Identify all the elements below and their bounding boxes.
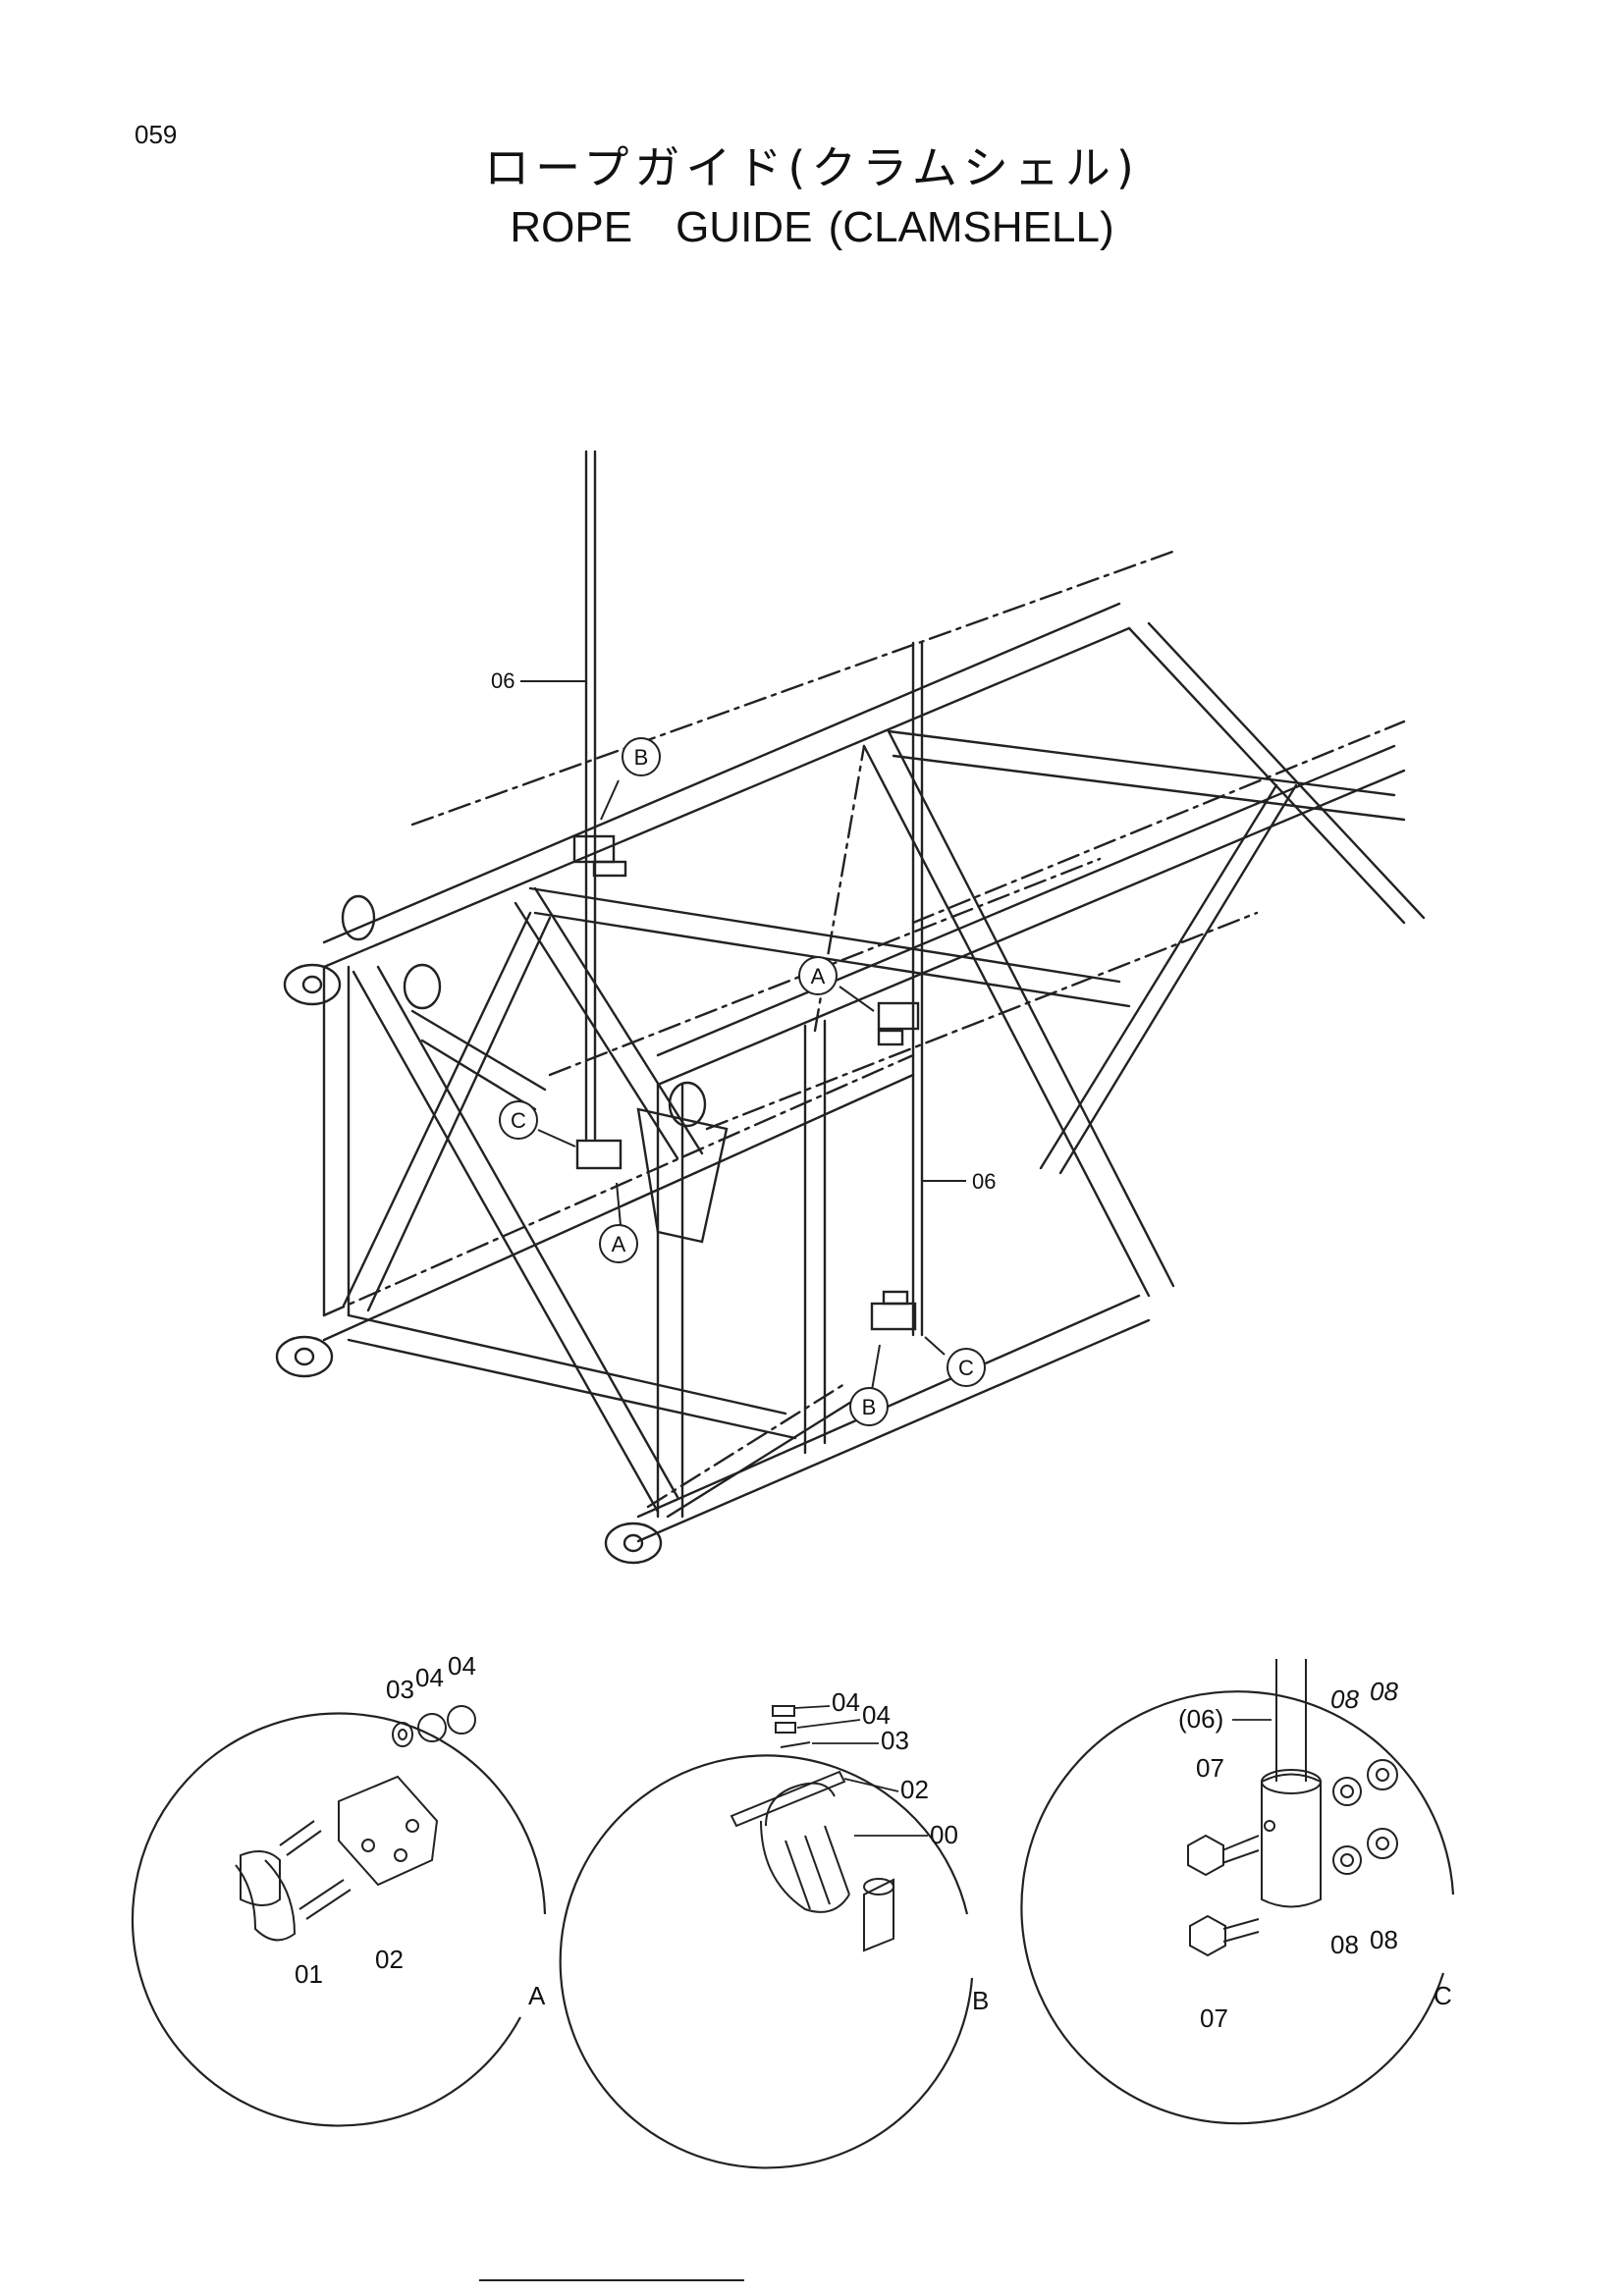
callout-leaders — [520, 680, 966, 1391]
detail-a-part-01: 01 — [295, 1959, 323, 1989]
detail-b-part-04b: 04 — [862, 1700, 891, 1730]
callout-bubble-c-left: C — [499, 1100, 538, 1140]
detail-c-part-08c: 08 — [1330, 1930, 1359, 1959]
detail-b-circle — [559, 1754, 974, 2169]
title-english: ROPE GUIDE (CLAMSHELL) — [510, 203, 1114, 251]
detail-c-part-07b: 07 — [1200, 2003, 1228, 2033]
callout-a-upper-text: A — [811, 964, 826, 988]
bottom-rule — [479, 2279, 744, 2281]
callout-bubble-c-right: C — [947, 1348, 986, 1387]
part-label-06-upper: 06 — [491, 668, 514, 693]
detail-b-clamp-drawing — [730, 1705, 894, 1952]
detail-b-leaders — [794, 1705, 928, 1837]
detail-a: 01 02 03 04 04 A — [132, 1651, 547, 2127]
callout-a-lower-text: A — [612, 1232, 626, 1256]
detail-b-part-02: 02 — [900, 1775, 929, 1804]
detail-a-part-03: 03 — [386, 1675, 414, 1704]
callout-c-left-text: C — [511, 1108, 526, 1133]
callout-bubble-b-lower: B — [849, 1387, 889, 1426]
detail-a-part-02: 02 — [375, 1945, 404, 1974]
page-number: 059 — [135, 120, 178, 149]
detail-b: 04 04 03 02 00 B — [559, 1687, 989, 2169]
callout-b-lower-text: B — [862, 1395, 877, 1419]
callout-bubble-a-upper: A — [798, 956, 838, 995]
detail-c-part-08a: 08 — [1330, 1684, 1359, 1714]
detail-c-circle — [1020, 1690, 1455, 2125]
detail-c-part-08d: 08 — [1370, 1925, 1398, 1954]
detail-c-part-06: (06) — [1178, 1704, 1223, 1734]
part-label-06-lower: 06 — [972, 1169, 996, 1194]
callout-bubble-a-lower: A — [599, 1224, 638, 1263]
detail-c-bolt-drawing — [1187, 1659, 1398, 1957]
detail-c: (06) 07 07 08 08 08 08 C — [1020, 1659, 1455, 2125]
detail-a-part-04b: 04 — [448, 1651, 476, 1681]
detail-b-part-00: 00 — [930, 1820, 958, 1849]
boom-lattice-drawing — [275, 450, 1426, 1565]
detail-a-clamp-drawing — [235, 1705, 476, 1942]
detail-b-id: B — [972, 1986, 989, 2015]
callout-bubble-b-upper: B — [622, 737, 661, 776]
detail-a-id: A — [528, 1981, 546, 2010]
title-japanese: ロープガイド(クラムシェル) — [484, 141, 1140, 194]
detail-c-part-07a: 07 — [1196, 1753, 1224, 1783]
callout-b-upper-text: B — [634, 745, 649, 770]
callout-c-right-text: C — [958, 1356, 974, 1380]
detail-a-part-04a: 04 — [415, 1663, 444, 1692]
detail-b-part-03: 03 — [881, 1726, 909, 1755]
detail-c-part-08b: 08 — [1370, 1677, 1398, 1706]
title-block: ロープガイド(クラムシェル) ROPE GUIDE (CLAMSHELL) — [0, 137, 1624, 257]
detail-a-circle — [132, 1712, 547, 2127]
detail-c-id: C — [1434, 1981, 1452, 2010]
detail-b-part-04a: 04 — [832, 1687, 860, 1717]
